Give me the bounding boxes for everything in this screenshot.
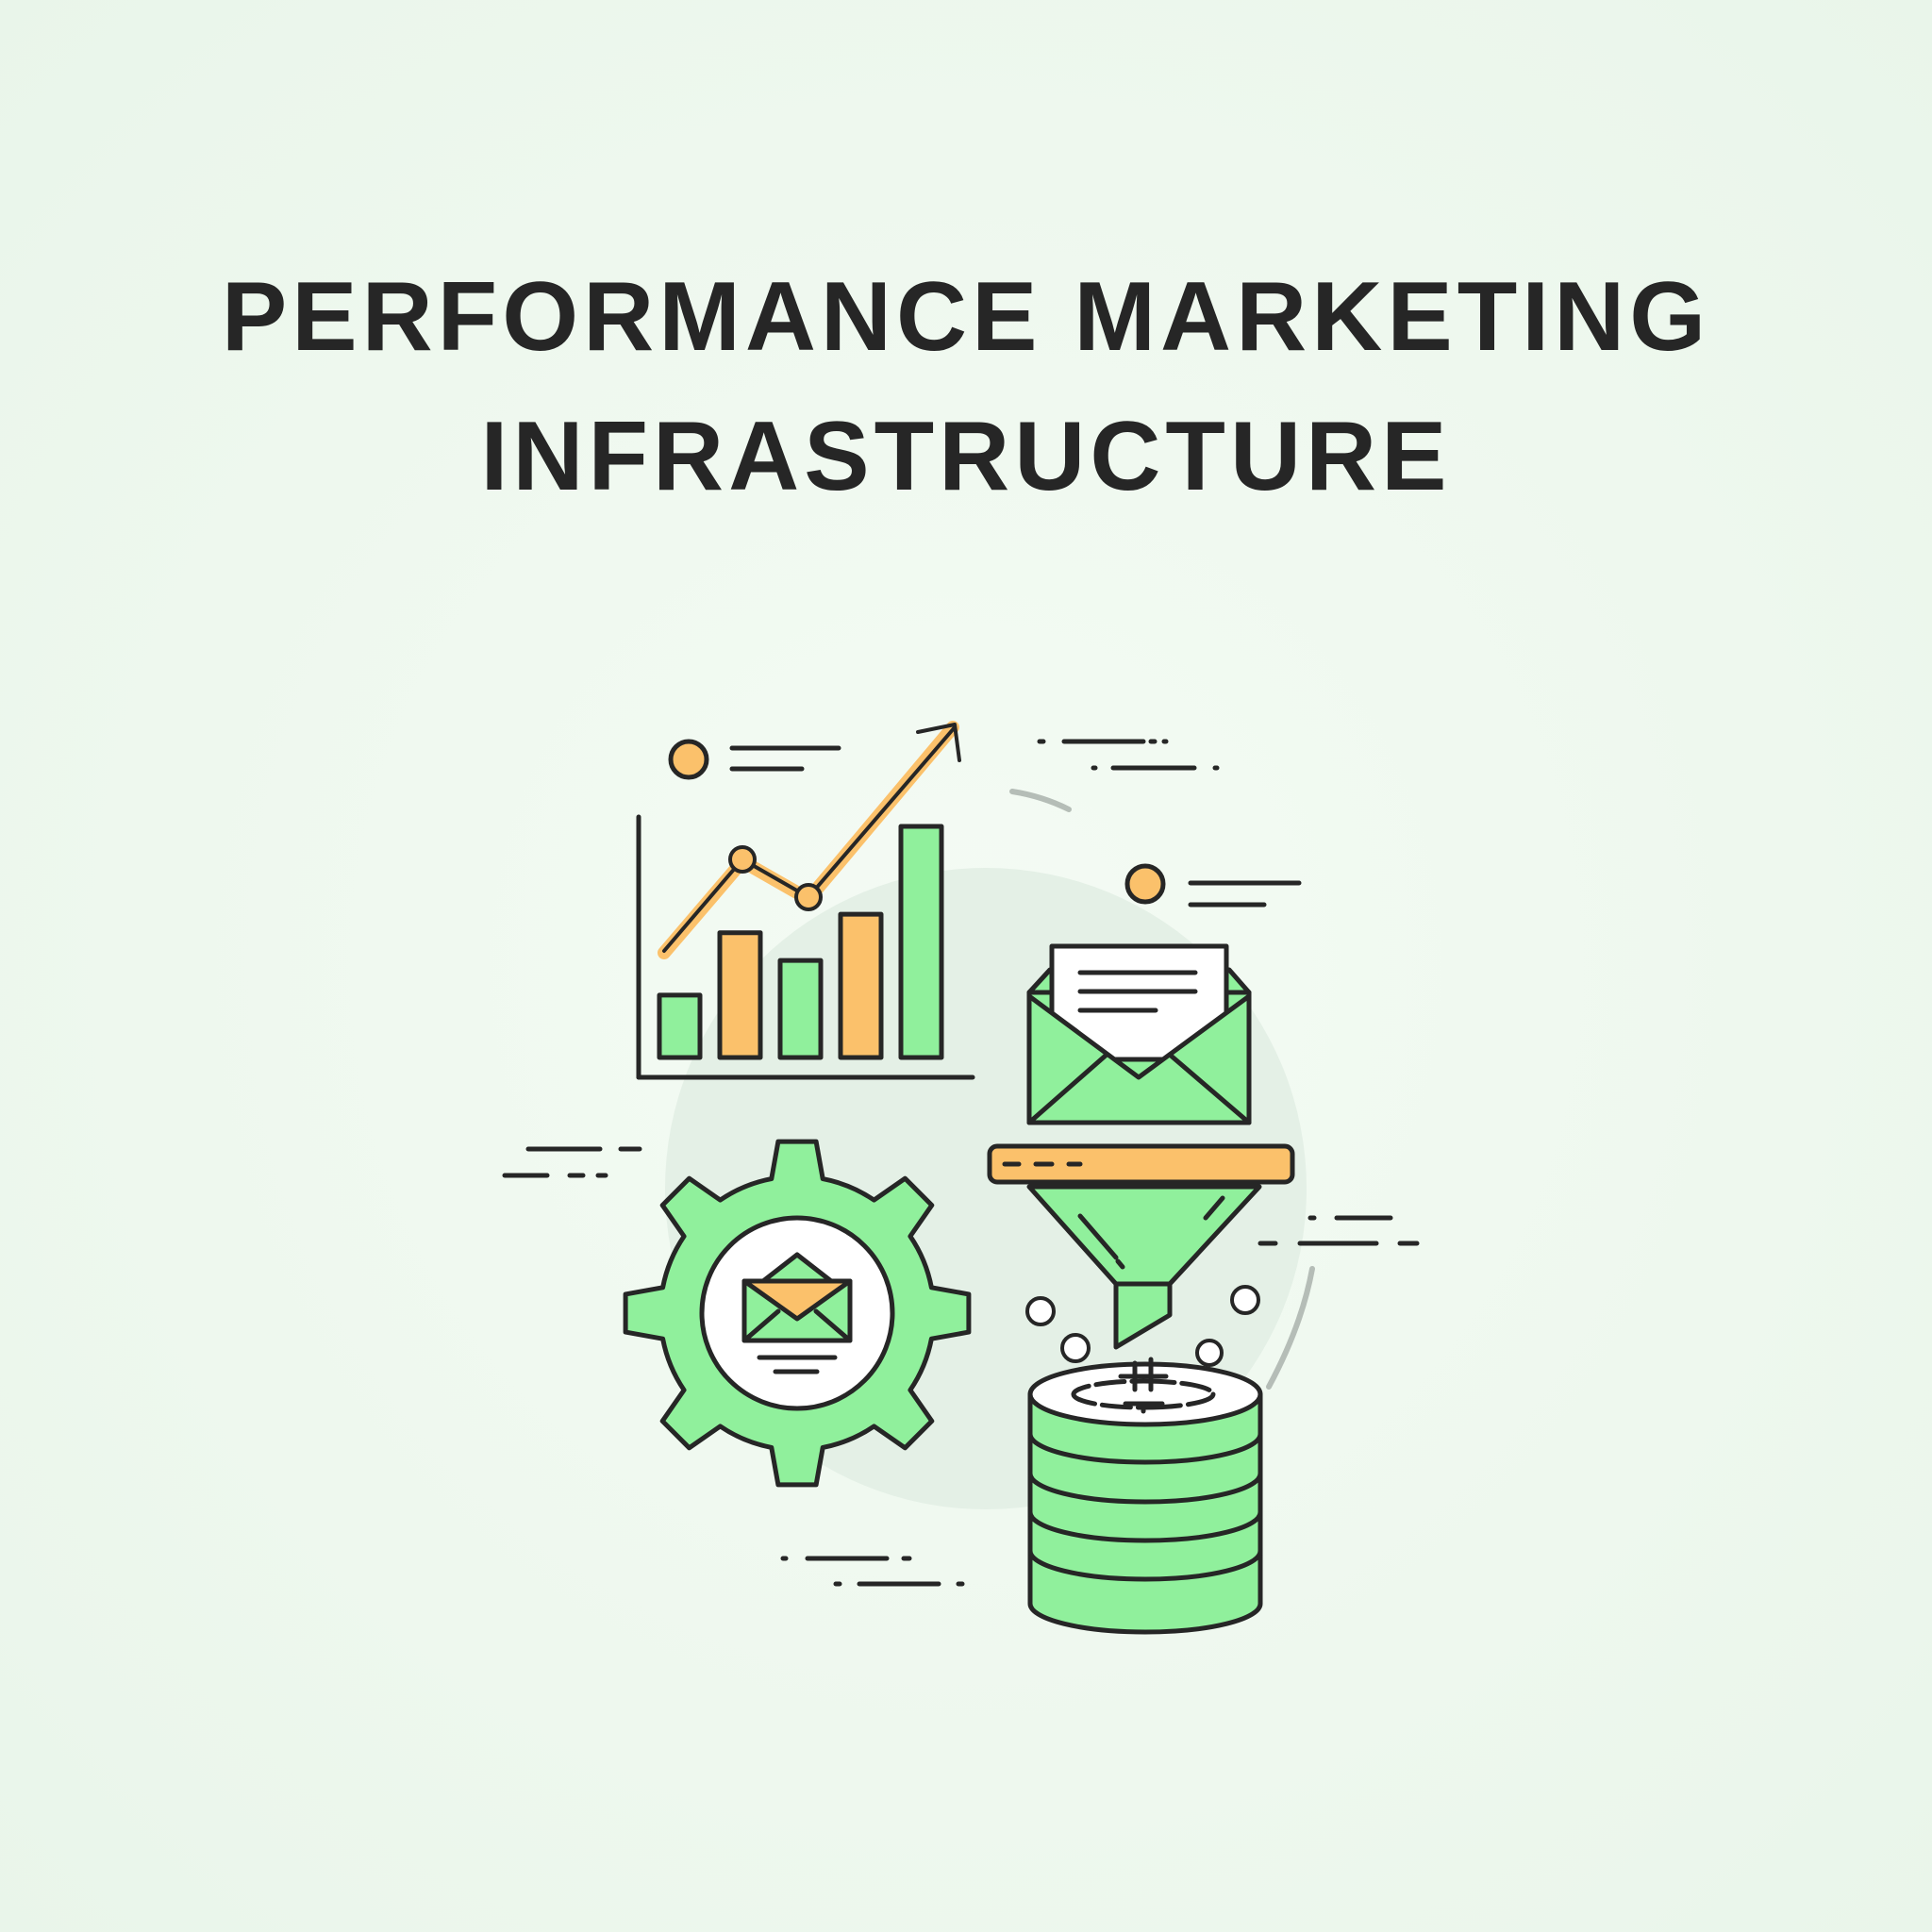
bubble <box>1025 1296 1056 1326</box>
trend-point <box>728 845 757 874</box>
database-ring <box>1027 1548 1263 1582</box>
funnel-highlight <box>1115 1258 1125 1270</box>
chart-bars <box>657 824 944 1060</box>
decorative-arc-right <box>1266 1266 1315 1390</box>
dollar-sign-icon <box>1118 1357 1169 1414</box>
envelope-front <box>1026 993 1252 1125</box>
bubble <box>1060 1333 1091 1363</box>
envelope-fold <box>1167 1052 1252 1125</box>
database-body <box>1027 1391 1263 1635</box>
envelope-fold <box>1026 1052 1109 1125</box>
database-ring <box>1027 1431 1263 1465</box>
trend-point <box>794 883 823 911</box>
gear-envelope-fold <box>741 1308 781 1343</box>
funnel-highlight <box>1203 1195 1225 1221</box>
gear-envelope-icon <box>741 1252 853 1343</box>
bubble <box>1230 1285 1260 1315</box>
bubbles <box>1025 1285 1260 1367</box>
trend-arrow-icon <box>658 721 961 959</box>
title-line-1: PERFORMANCE MARKETING <box>221 262 1711 372</box>
chart-bar <box>657 992 703 1060</box>
gear-envelope-fold <box>813 1308 853 1343</box>
decorative-dash-lines <box>502 739 1420 1587</box>
title-line-2: INFRASTRUCTURE <box>480 402 1452 511</box>
legend-dot <box>1124 863 1166 905</box>
database-ring <box>1027 1471 1263 1505</box>
funnel-icon <box>987 1143 1295 1350</box>
trend-arrow-head <box>916 723 961 762</box>
database-ring <box>1027 1509 1263 1543</box>
envelope-legend-icon <box>1124 863 1302 908</box>
chart-bar <box>898 824 944 1060</box>
gear-icon <box>623 1139 972 1488</box>
chart-bar <box>777 958 824 1060</box>
gear-envelope-flap <box>741 1278 853 1322</box>
database-stack-icon <box>1027 1361 1263 1635</box>
email-envelope-icon <box>1026 943 1252 1125</box>
legend-dot <box>668 739 709 780</box>
trend-line <box>662 725 957 953</box>
database-top <box>1027 1361 1263 1427</box>
funnel-highlight <box>1077 1213 1119 1260</box>
bubble <box>1195 1339 1224 1367</box>
chart-bar <box>838 911 884 1060</box>
funnel-top-bar <box>987 1143 1295 1185</box>
chart-legend-icon <box>668 739 841 780</box>
page-title: PERFORMANCE MARKETING INFRASTRUCTURE <box>0 247 1932 526</box>
chart-bar <box>717 930 763 1060</box>
decorative-arc-top <box>1009 789 1072 812</box>
bar-chart-icon <box>636 814 975 1080</box>
